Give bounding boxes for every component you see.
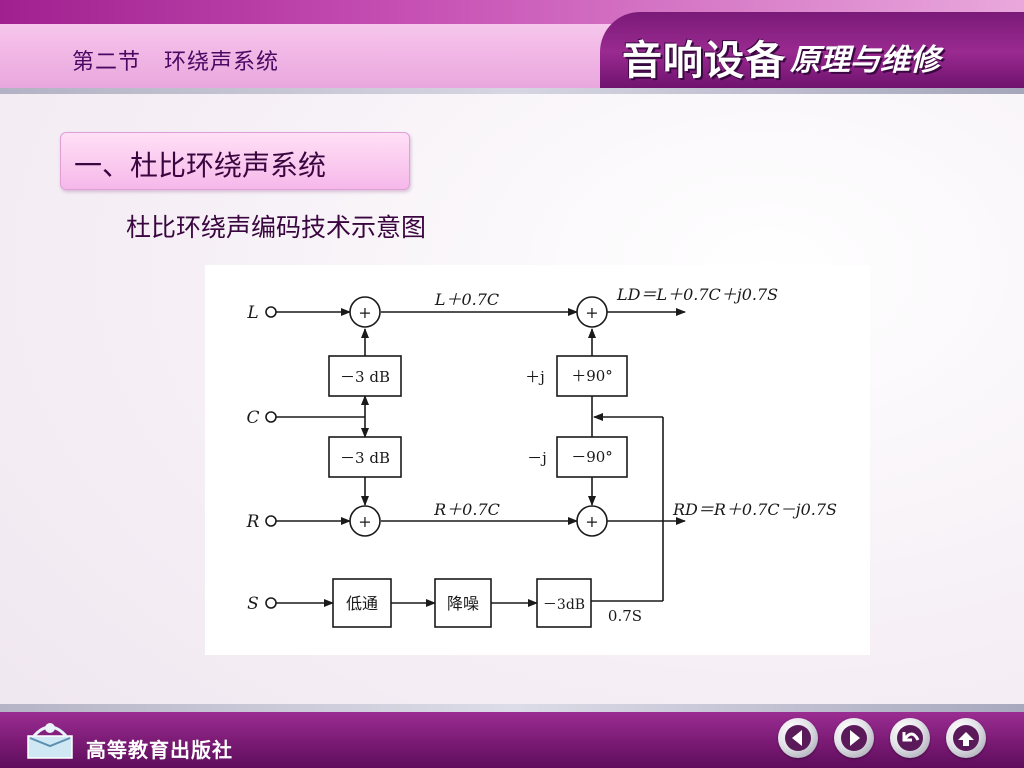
adder-plus-l: + (358, 303, 371, 322)
block-phase-minus-label: －90° (571, 448, 613, 466)
adder-plus-r: + (358, 512, 371, 531)
block-noise-reduction (434, 578, 492, 628)
input-terminal-r (265, 515, 277, 527)
input-terminal-s (265, 597, 277, 609)
adder-l (349, 296, 381, 328)
header-bar: 第二节 环绕声系统 音响设备 原理与维修 (0, 0, 1024, 96)
section-title: 第二节 环绕声系统 (72, 50, 280, 75)
block-phase-minus (556, 436, 628, 478)
signal-r-mix: R＋0.7C (433, 500, 500, 519)
return-button[interactable] (890, 718, 930, 758)
book-title-logo: 音响设备 原理与维修 (622, 26, 1020, 88)
phase-label-plus: ＋j (525, 368, 545, 386)
signal-ld-equation: LD＝L＋0.7C＋j0.7S (616, 285, 778, 304)
block-attn-bottom-label: －3 dB (340, 449, 390, 467)
block-attn-top (328, 355, 402, 397)
heading-box (60, 132, 410, 190)
dolby-encoder-diagram: + + + + L C R S －3 dB －3 dB ＋90° －90° 低通… (246, 285, 837, 628)
block-attn-bottom (328, 436, 402, 478)
block-attn-s (536, 578, 592, 628)
signal-rd-equation: RD＝R＋0.7C－j0.7S (672, 500, 837, 519)
adder-ld (576, 296, 608, 328)
block-attn-top-label: －3 dB (340, 368, 390, 386)
adder-plus-ld: + (585, 303, 598, 322)
adder-r (349, 505, 381, 537)
signal-s-level: 0.7S (608, 607, 642, 625)
signal-l-mix: L＋0.7C (434, 290, 499, 309)
prev-button[interactable] (778, 718, 818, 758)
block-lowpass-label: 低通 (346, 594, 378, 613)
block-phase-plus (556, 355, 628, 397)
block-noise-reduction-label: 降噪 (447, 594, 479, 613)
exit-button[interactable] (946, 718, 986, 758)
adder-plus-rd: + (585, 512, 598, 531)
header-logo-panel (600, 12, 1024, 92)
return-arrow-icon (897, 725, 923, 751)
input-label-s: S (247, 594, 259, 614)
block-attn-s-label: －3dB (543, 597, 585, 613)
footer-bar: 高等教育出版社 (0, 704, 1024, 768)
diagram-caption: 杜比环绕声编码技术示意图 (126, 213, 427, 242)
exit-icon (953, 725, 979, 751)
arrow-left-icon (785, 725, 811, 751)
arrow-right-icon (841, 725, 867, 751)
book-title-main: 音响设备 (622, 38, 786, 84)
publisher-logo-icon (27, 723, 73, 759)
input-label-r: R (246, 512, 260, 532)
next-button[interactable] (834, 718, 874, 758)
phase-label-minus: －j (527, 449, 547, 467)
input-label-c: C (246, 408, 259, 428)
slide-heading: 一、杜比环绕声系统 (74, 149, 327, 182)
block-lowpass (332, 578, 392, 628)
input-terminal-l (265, 306, 277, 318)
publisher-name: 高等教育出版社 (86, 738, 233, 762)
adder-rd (576, 505, 608, 537)
input-terminal-c (265, 411, 277, 423)
block-phase-plus-label: ＋90° (571, 367, 613, 385)
book-title-sub: 原理与维修 (790, 43, 940, 78)
input-label-l: L (246, 303, 258, 323)
